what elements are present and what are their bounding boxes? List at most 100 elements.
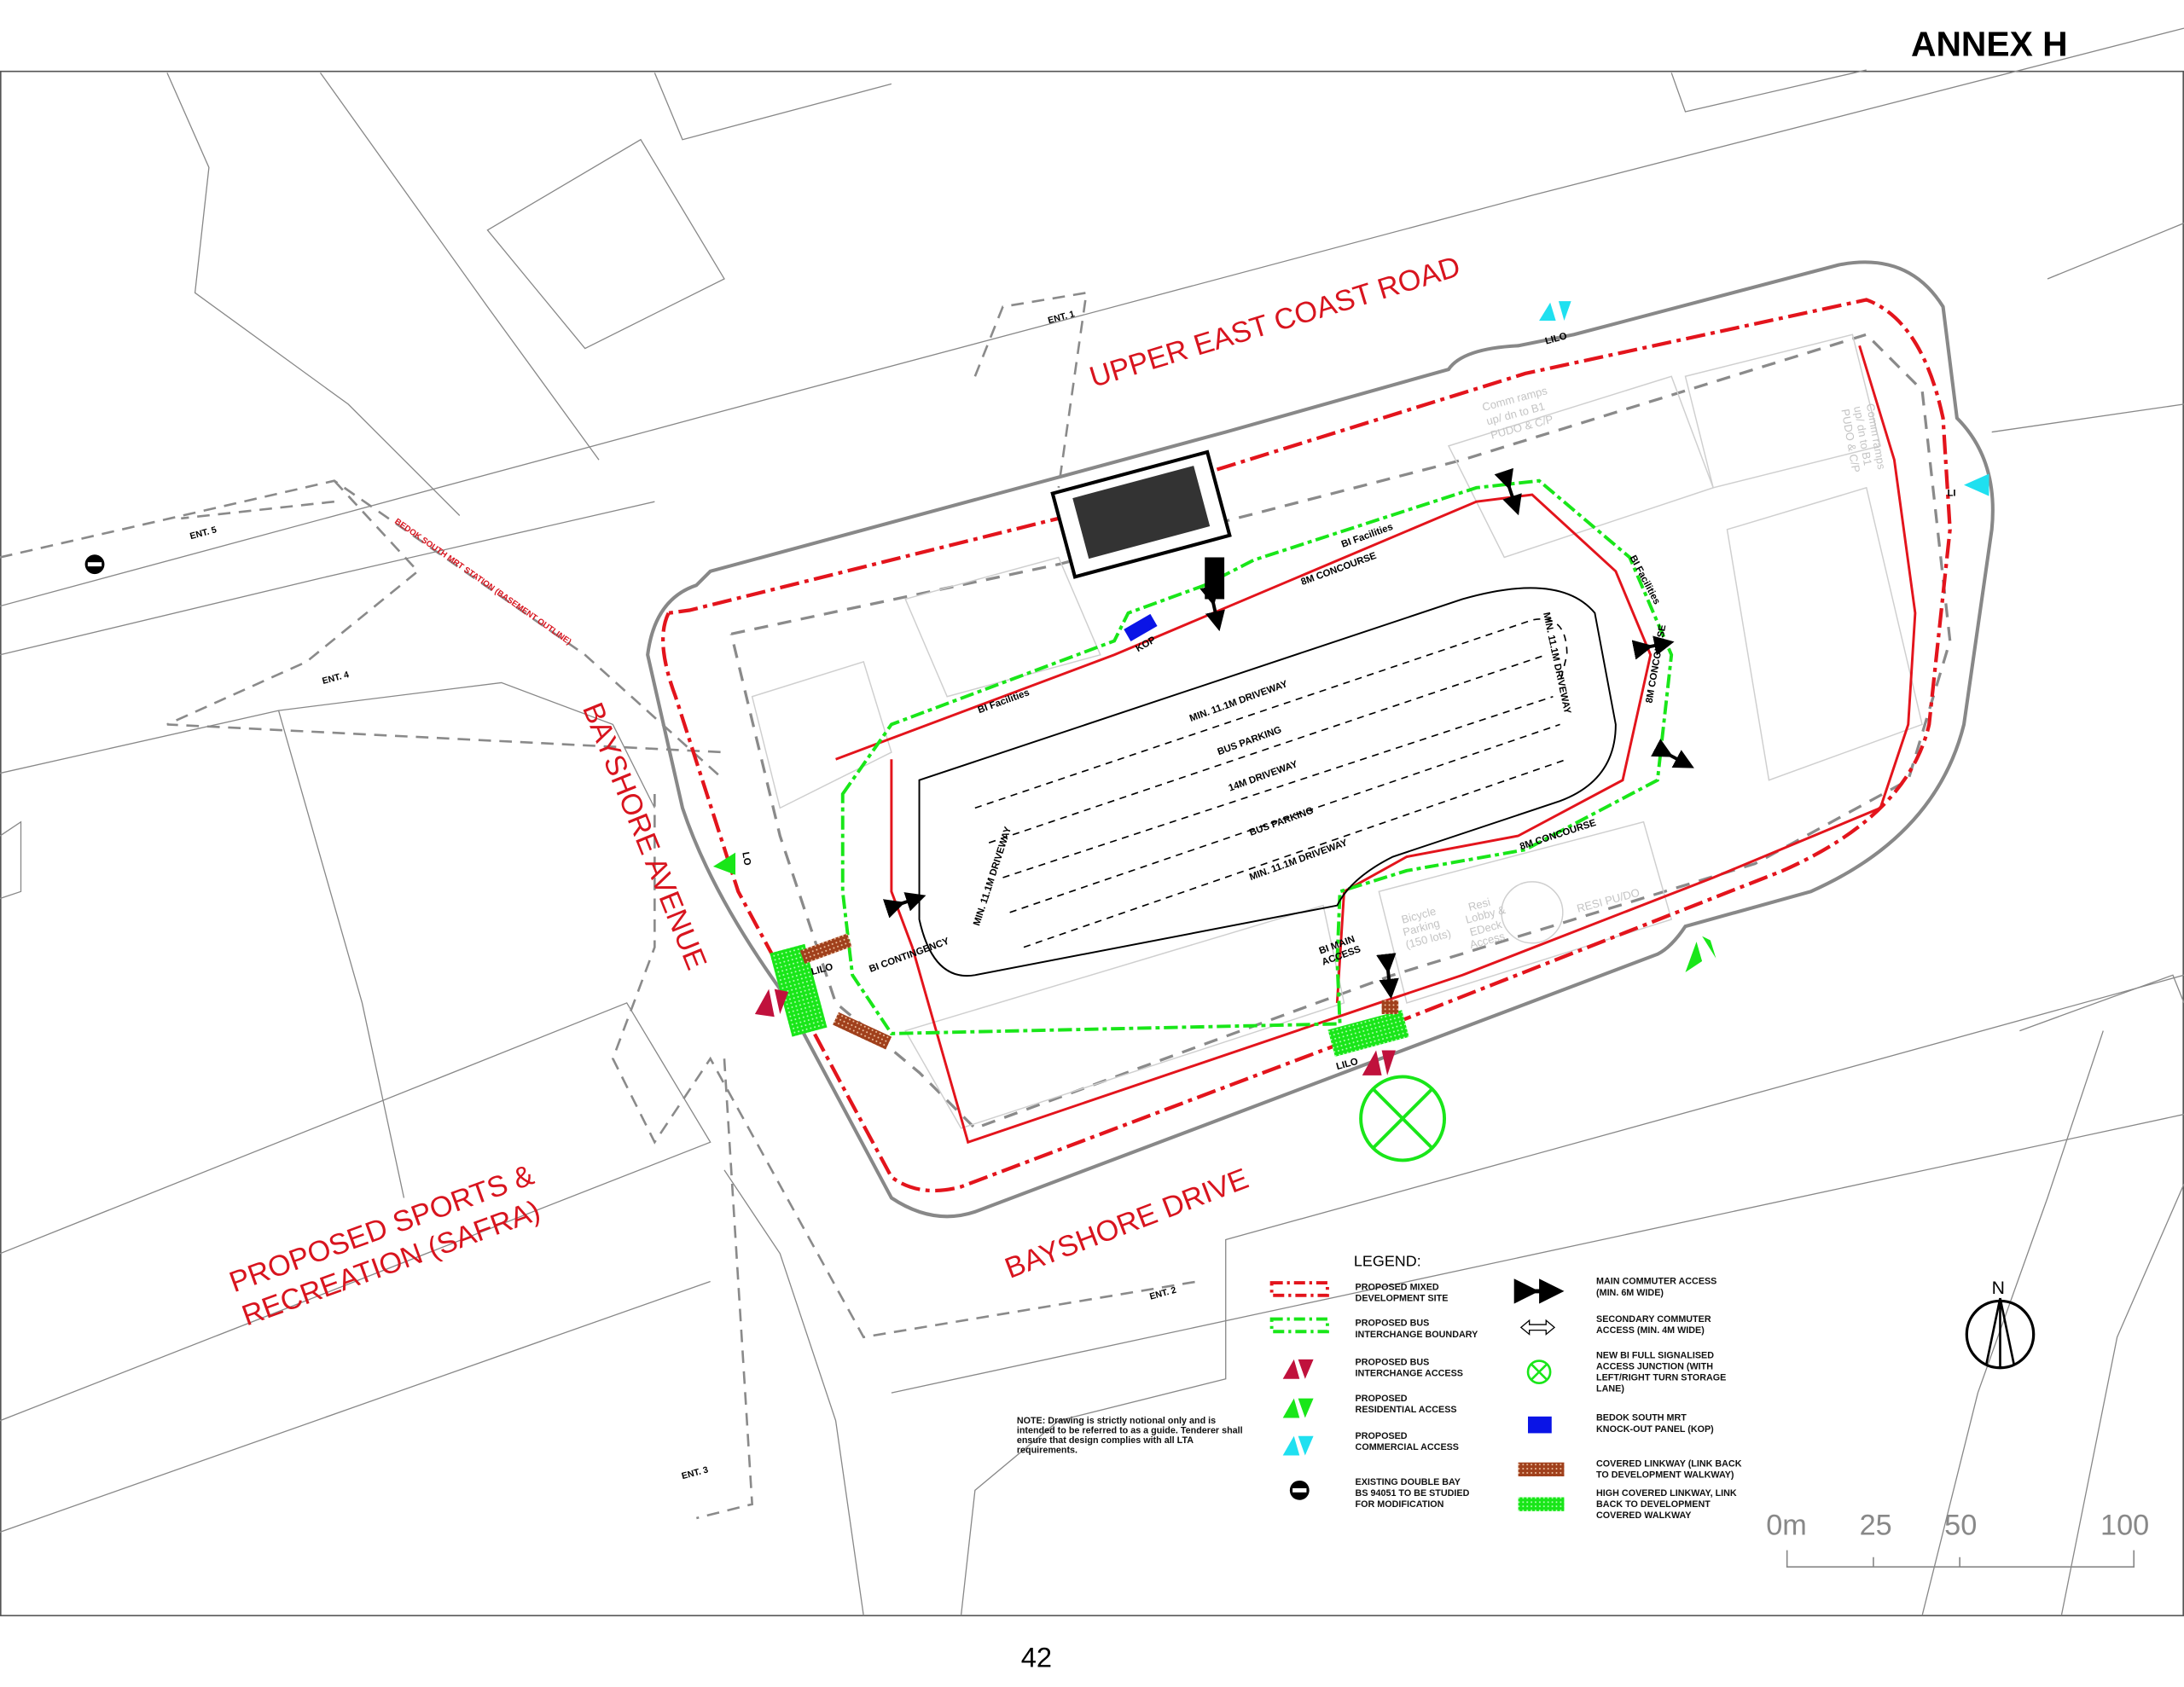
green-dash-dot-line-icon (1269, 1317, 1329, 1334)
scale-bar: 0m 25 50 100 (1766, 1510, 2149, 1568)
entrance-label: ENT. 5 (189, 525, 218, 542)
high-covered-linkway (1327, 1010, 1409, 1058)
svg-text:ACCESS (MIN. 4M WIDE): ACCESS (MIN. 4M WIDE) (1596, 1325, 1705, 1336)
svg-text:NOTE: Drawing is strictly noti: NOTE: Drawing is strictly notional only … (1017, 1416, 1216, 1426)
entrance-label: ENT. 4 (321, 670, 350, 687)
secondary-access-arrow-icon (1519, 1319, 1556, 1336)
svg-text:requirements.: requirements. (1017, 1445, 1077, 1455)
driveway-label: MIN. 11.1M DRIVEWAY (1541, 612, 1572, 716)
facilities-label: BI Facilities (1628, 554, 1662, 606)
drawing-frame (0, 70, 2184, 1617)
bus-parking-lanes (974, 618, 1568, 948)
facilities-label: BI Facilities (977, 687, 1031, 716)
bus-interchange-access-marker (754, 988, 789, 1017)
svg-text:LANE): LANE) (1596, 1383, 1624, 1394)
svg-text:EXISTING DOUBLE BAY: EXISTING DOUBLE BAY (1356, 1477, 1461, 1487)
covered-linkway (833, 1012, 892, 1050)
kop-panel (1124, 613, 1158, 641)
bus-parking-label: BUS PARKING (1216, 725, 1282, 757)
lo-label: LO (740, 851, 752, 867)
entrance-label: ENT. 1 (1047, 309, 1076, 326)
li-label: LI (1947, 489, 1955, 499)
lilo-label: LILO (1544, 331, 1568, 346)
svg-text:COMMERCIAL ACCESS: COMMERCIAL ACCESS (1356, 1442, 1459, 1452)
residential-blocks (751, 333, 1923, 1129)
svg-text:KNOCK-OUT PANEL (KOP): KNOCK-OUT PANEL (KOP) (1596, 1424, 1714, 1435)
svg-text:MAIN COMMUTER ACCESS: MAIN COMMUTER ACCESS (1596, 1277, 1716, 1287)
svg-text:0m: 0m (1766, 1510, 1807, 1542)
comm-ramps-label: Comm ramps up/ dn to B1 PUDO & C/P (1481, 384, 1555, 442)
covered-linkway (799, 933, 852, 964)
road-label-bayshore-drive: BAYSHORE DRIVE (1001, 1162, 1253, 1285)
entrance-label: ENT. 2 (1148, 1285, 1177, 1302)
development-site-boundary (661, 298, 1952, 1193)
svg-text:PROPOSED: PROPOSED (1356, 1394, 1408, 1404)
bus-parking-label: BUS PARKING (1248, 805, 1315, 838)
mrt-outline-label: BEDOK SOUTH MRT STATION (BASEMENT OUTLIN… (392, 517, 572, 646)
svg-text:NEW BI FULL SIGNALISED: NEW BI FULL SIGNALISED (1596, 1350, 1714, 1360)
svg-text:intended to be referred to as: intended to be referred to as a guide. T… (1017, 1425, 1243, 1435)
driveway-label: MIN. 11.1M DRIVEWAY (1248, 838, 1349, 883)
green-linkway-icon (1518, 1497, 1565, 1511)
svg-text:PROPOSED: PROPOSED (1356, 1431, 1408, 1441)
road-kerb (646, 260, 1995, 1219)
svg-text:N: N (1992, 1278, 2005, 1298)
no-entry-icon (1289, 1480, 1310, 1500)
svg-text:TO DEVELOPMENT WALKWAY): TO DEVELOPMENT WALKWAY) (1596, 1470, 1734, 1481)
svg-text:INTERCHANGE ACCESS: INTERCHANGE ACCESS (1356, 1368, 1463, 1378)
svg-text:FOR MODIFICATION: FOR MODIFICATION (1356, 1499, 1444, 1510)
svg-text:BS 94051 TO BE STUDIED: BS 94051 TO BE STUDIED (1356, 1488, 1470, 1499)
crimson-triangles-icon (1282, 1359, 1314, 1379)
commercial-access-marker (1964, 473, 1989, 496)
bicycle-parking-label: Bicycle Parking (150 lots) (1400, 905, 1452, 952)
svg-text:HIGH COVERED LINKWAY, LINK: HIGH COVERED LINKWAY, LINK (1596, 1488, 1737, 1499)
road-label-upper-east-coast: UPPER EAST COAST ROAD (1086, 250, 1464, 393)
svg-text:LEFT/RIGHT TURN STORAGE: LEFT/RIGHT TURN STORAGE (1596, 1372, 1726, 1383)
concourse-label: 8M CONCOURSE (1519, 818, 1598, 852)
svg-text:RESIDENTIAL ACCESS: RESIDENTIAL ACCESS (1356, 1405, 1457, 1415)
annex-title: ANNEX H (1911, 25, 2068, 64)
driveway-label: 14M DRIVEWAY (1228, 759, 1299, 794)
svg-text:ACCESS JUNCTION (WITH: ACCESS JUNCTION (WITH (1596, 1361, 1713, 1371)
svg-text:Resi: Resi (1467, 896, 1491, 913)
page-number: 42 (1021, 1642, 1052, 1673)
svg-text:ensure that design complies wi: ensure that design complies with all LTA (1017, 1435, 1194, 1446)
disclaimer-note: NOTE: Drawing is strictly notional only … (1017, 1416, 1243, 1455)
mrt-entrance-outlines (0, 291, 1199, 1520)
existing-boundary (729, 333, 1952, 1130)
svg-text:50: 50 (1944, 1510, 1977, 1542)
svg-text:(MIN. 6M WIDE): (MIN. 6M WIDE) (1596, 1288, 1664, 1298)
green-triangles-icon (1282, 1398, 1314, 1418)
svg-text:BACK TO DEVELOPMENT: BACK TO DEVELOPMENT (1596, 1499, 1711, 1510)
main-commuter-access-arrows (882, 467, 1694, 1000)
svg-text:BEDOK SOUTH MRT: BEDOK SOUTH MRT (1596, 1413, 1687, 1423)
svg-text:DEVELOPMENT SITE: DEVELOPMENT SITE (1356, 1293, 1449, 1303)
high-covered-linkway (770, 943, 828, 1037)
north-arrow-icon: N (1965, 1278, 2036, 1370)
svg-text:COVERED LINKWAY (LINK BACK: COVERED LINKWAY (LINK BACK (1596, 1459, 1742, 1470)
svg-text:PROPOSED MIXED: PROPOSED MIXED (1356, 1282, 1439, 1292)
signalised-junction-icon (1359, 1075, 1447, 1162)
commercial-access-marker (1539, 301, 1571, 321)
concourse-label: 8M CONCOURSE (1299, 551, 1378, 588)
legend-title: LEGEND: (1354, 1253, 1421, 1270)
svg-text:25: 25 (1860, 1510, 1892, 1542)
entrance-label: ENT. 3 (681, 1464, 710, 1481)
svg-text:SECONDARY COMMUTER: SECONDARY COMMUTER (1596, 1314, 1711, 1325)
mrt-station-block (1050, 449, 1232, 600)
signal-junction-icon (1526, 1359, 1552, 1384)
brown-linkway-icon (1518, 1462, 1565, 1477)
svg-text:PROPOSED BUS: PROPOSED BUS (1356, 1319, 1430, 1329)
red-dash-dot-line-icon (1269, 1281, 1329, 1297)
svg-text:PROPOSED BUS: PROPOSED BUS (1356, 1357, 1430, 1367)
context-linework (0, 27, 2184, 1616)
kop-label: KOP (1134, 635, 1158, 654)
svg-text:INTERCHANGE BOUNDARY: INTERCHANGE BOUNDARY (1356, 1330, 1478, 1340)
svg-text:100: 100 (2100, 1510, 2149, 1542)
bus-bay-kerb (918, 587, 1617, 977)
covered-linkway (1381, 1000, 1399, 1014)
residential-access-marker (1685, 936, 1716, 973)
residential-access-marker (712, 852, 736, 875)
